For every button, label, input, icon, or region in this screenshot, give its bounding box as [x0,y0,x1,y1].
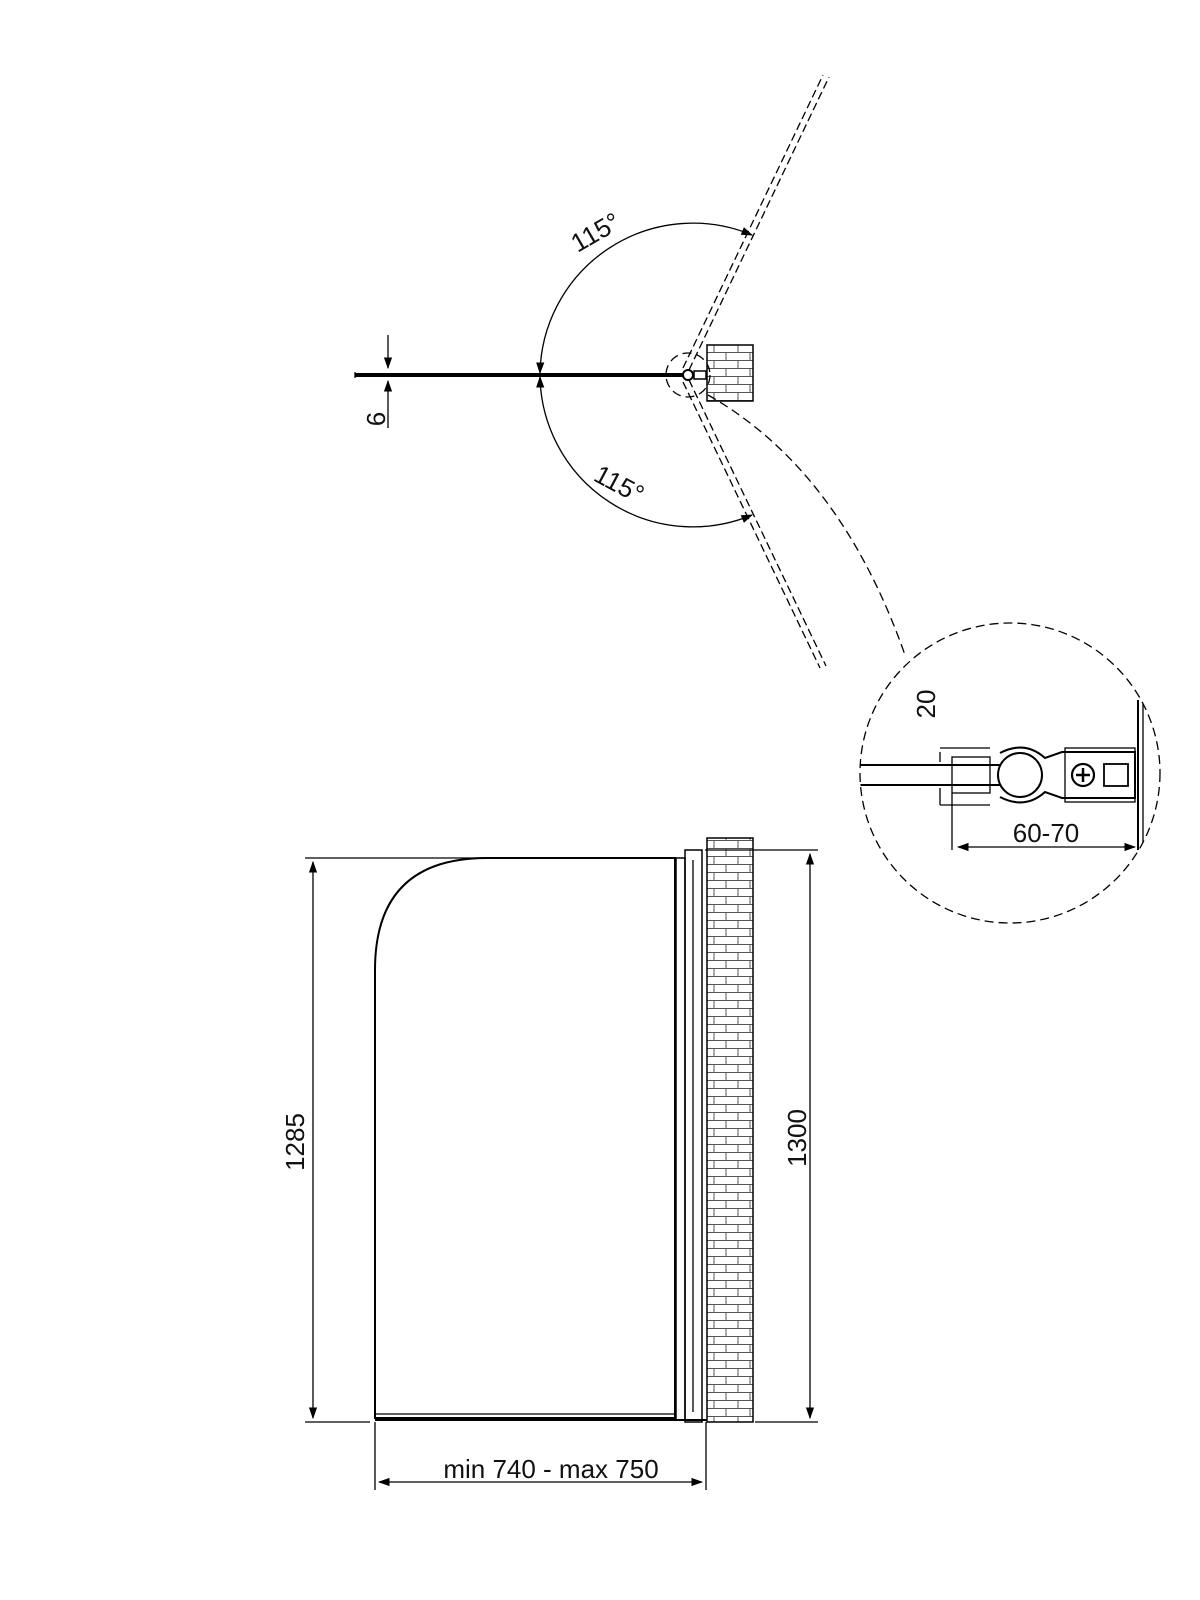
wall-front-view [706,837,754,1423]
top-view: 115° 115° 6 [354,74,906,669]
front-view: 1285 1300 min 740 - max 750 [280,837,818,1490]
dimension-height-right: 1300 [705,849,818,1423]
detail-offset-label: 60-70 [1013,818,1080,848]
angle-label-upper: 115° [566,206,626,258]
angle-label-lower: 115° [589,459,649,510]
hinge-profile [675,857,686,1421]
hinge-pivot [682,369,694,381]
hinge-detail: 20 60-70 [859,622,1161,924]
swing-position-lower [682,379,827,669]
width-label: min 740 - max 750 [443,1454,658,1484]
angle-arc-lower [536,375,754,528]
detail-height-label: 20 [911,690,941,719]
swing-position-upper [682,74,830,371]
angle-arc-upper [536,222,754,375]
height-label-left: 1285 [280,1113,310,1171]
dimension-height-left: 1285 [280,857,485,1423]
thickness-dimension: 6 [361,335,393,428]
glass-panel-front-view [374,857,676,1419]
wall-top-view [706,344,754,402]
height-label-right: 1300 [782,1109,812,1167]
detail-leader [707,394,906,656]
dimension-width: min 740 - max 750 [374,1422,707,1490]
thickness-label: 6 [361,412,391,426]
detail-circle-outline [859,622,1161,924]
